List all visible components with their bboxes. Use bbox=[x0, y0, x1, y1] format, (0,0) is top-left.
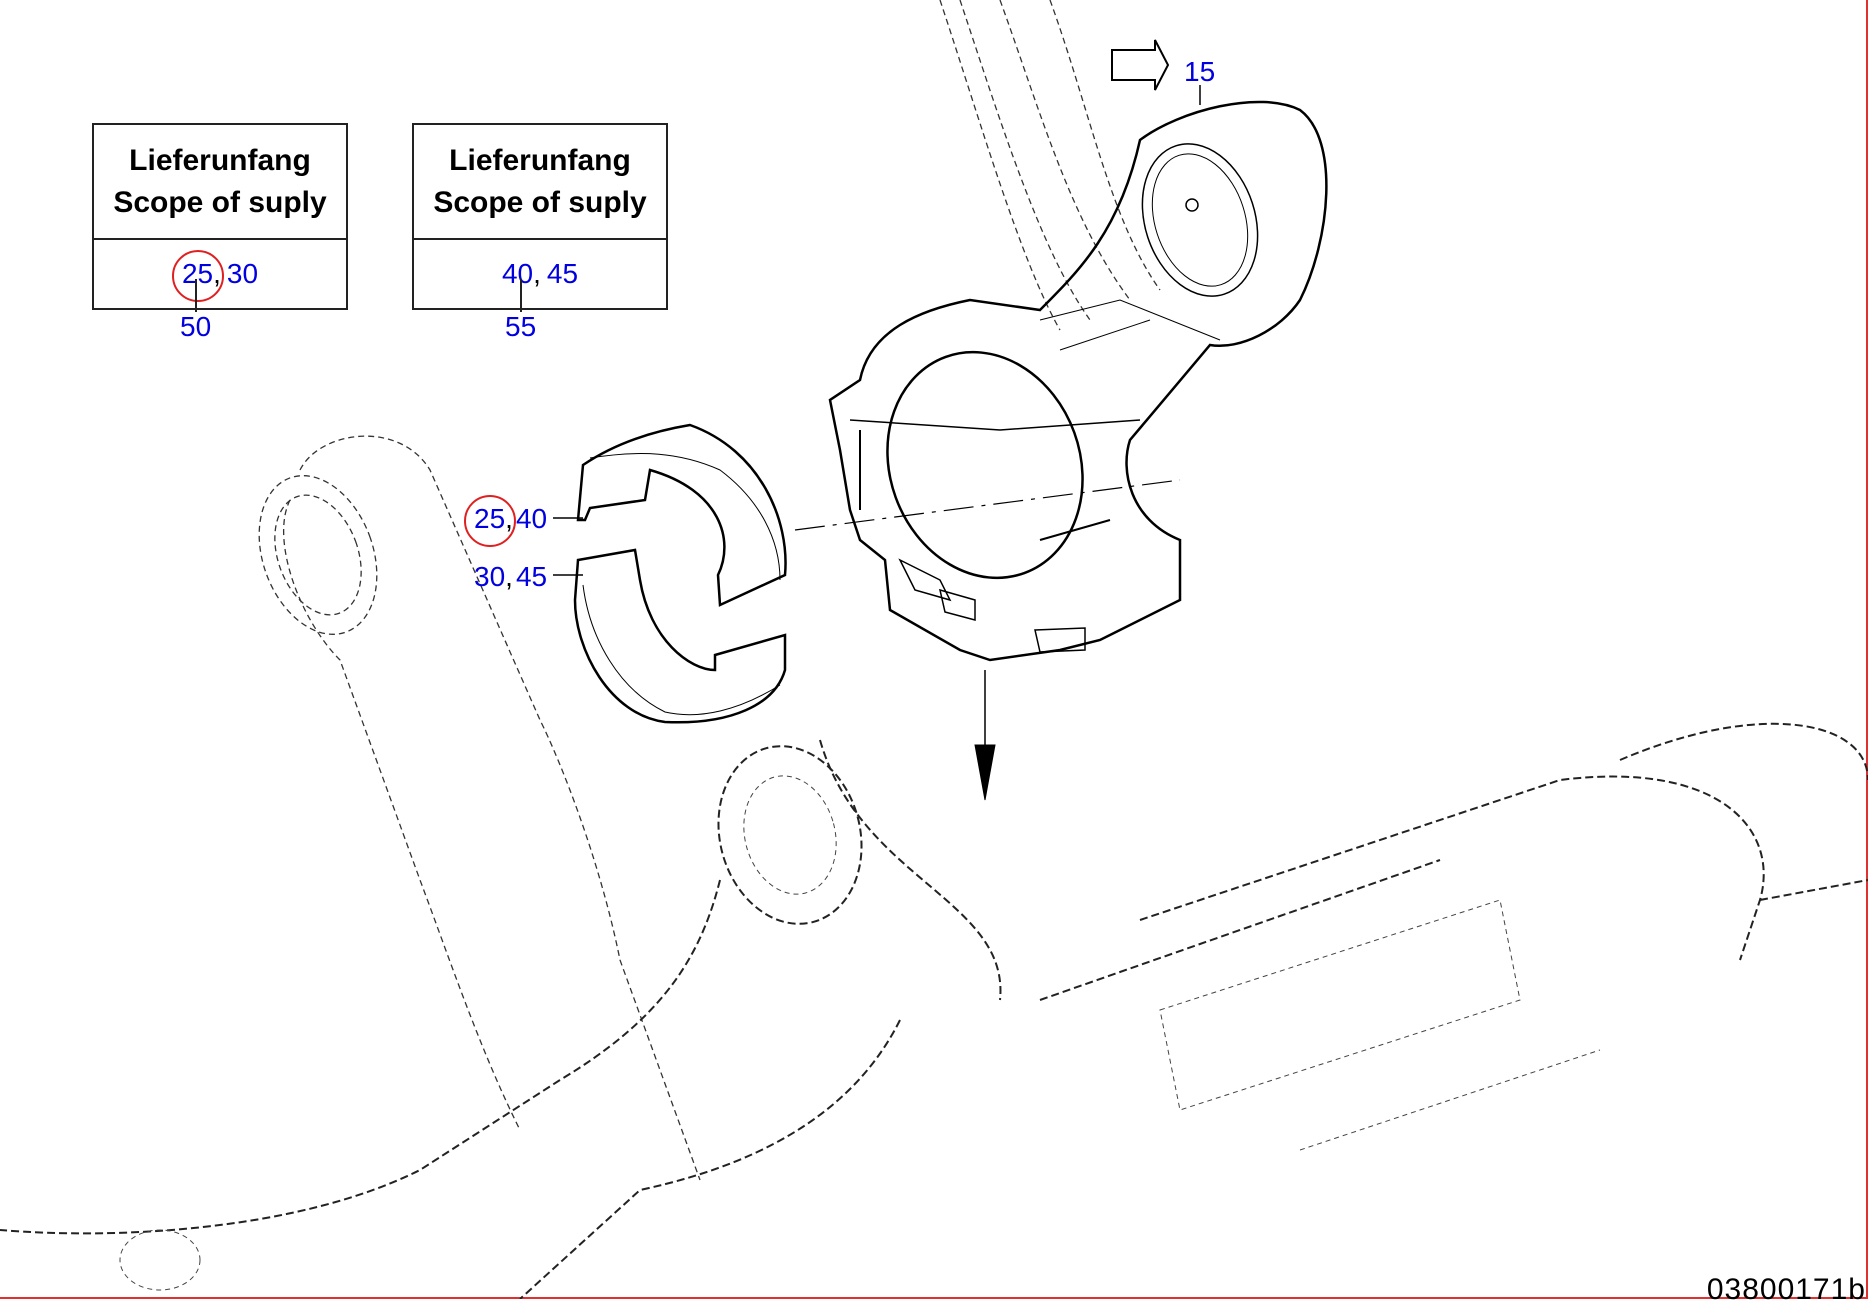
box-stem bbox=[195, 279, 197, 312]
box-title-en: Scope of suply bbox=[433, 185, 647, 219]
ref-40[interactable]: 40 bbox=[501, 258, 534, 289]
scope-of-supply-box-50: Lieferunfang Scope of suply 25,30 bbox=[92, 123, 348, 310]
box-title-de: Lieferunfang bbox=[129, 143, 311, 177]
ref-30[interactable]: 30 bbox=[226, 258, 259, 289]
callout-40[interactable]: 40 bbox=[515, 503, 548, 534]
box-title-de: Lieferunfang bbox=[449, 143, 631, 177]
ghost-crankshaft bbox=[0, 722, 1868, 1299]
ghost-connecting-rod bbox=[258, 0, 1161, 1181]
ghost-crankshaft-detail bbox=[119, 775, 1601, 1291]
box-title-en: Scope of suply bbox=[113, 185, 327, 219]
callout-55[interactable]: 55 bbox=[505, 311, 537, 342]
drawing-number: 03800171b bbox=[1706, 1273, 1866, 1306]
box-refs: 40,45 bbox=[501, 258, 579, 289]
callout-lower-shell: 30,45 bbox=[474, 561, 548, 592]
callout-30[interactable]: 30 bbox=[474, 561, 506, 592]
ref-25[interactable]: 25 bbox=[181, 258, 214, 289]
callout-15[interactable]: 15 bbox=[1184, 56, 1216, 87]
box-header: Lieferunfang Scope of suply bbox=[414, 125, 666, 240]
ref-45[interactable]: 45 bbox=[546, 258, 579, 289]
box-stem bbox=[520, 279, 522, 312]
callout-25[interactable]: 25 bbox=[474, 503, 506, 534]
assembly-direction-arrow bbox=[974, 744, 996, 801]
box-refs: 25,30 bbox=[171, 250, 259, 302]
bearing-shell-upper bbox=[576, 423, 787, 607]
center-line bbox=[794, 479, 1181, 531]
connecting-rod bbox=[828, 100, 1328, 662]
callout-50[interactable]: 50 bbox=[180, 311, 212, 342]
callout-45[interactable]: 45 bbox=[515, 561, 548, 592]
bearing-shell-lower bbox=[573, 548, 787, 724]
box-header: Lieferunfang Scope of suply bbox=[94, 125, 346, 240]
view-direction-arrow-icon bbox=[1111, 39, 1170, 91]
scope-of-supply-box-55: Lieferunfang Scope of suply 40,45 bbox=[412, 123, 668, 310]
callout-upper-shell: 25,40 bbox=[463, 495, 548, 547]
